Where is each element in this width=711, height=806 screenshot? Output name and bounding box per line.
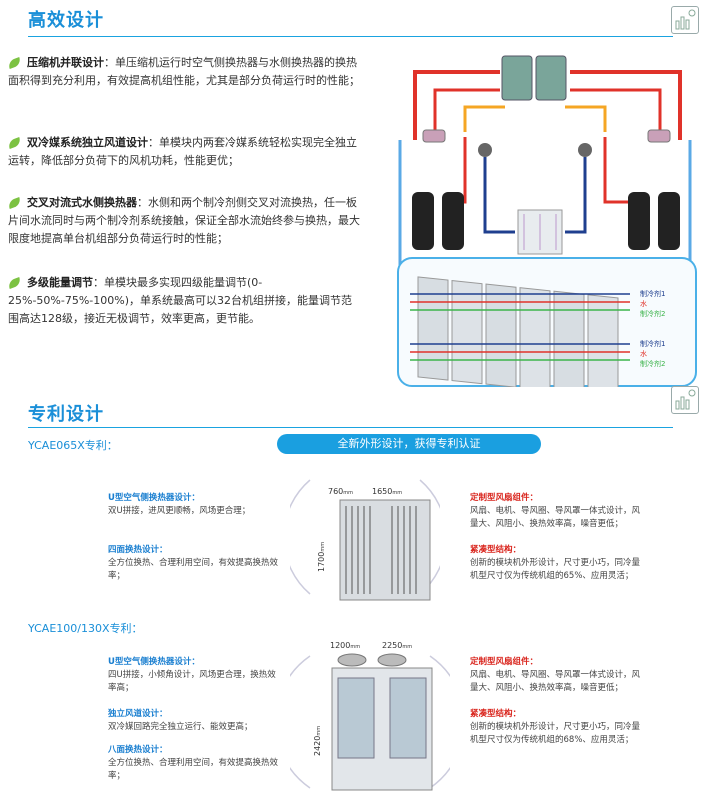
- feature-u-exchanger-1: U型空气侧换热器设计： 双U拼接，进风更顺畅，风场更合理；: [108, 493, 251, 516]
- feature-independent-air-duct: 独立风道设计： 双冷媒回路完全独立运行、能效更高；: [108, 709, 253, 732]
- compressor-4: [658, 192, 680, 250]
- unit-100-130x-illustration: 1200mm 2250mm 2420mm: [290, 641, 450, 791]
- refrigerant-flow-diagram: 制冷剂1 水 制冷剂2 制冷剂1 水 制冷剂2: [397, 55, 697, 387]
- section-divider: [28, 427, 673, 428]
- legend-label: 制冷剂1: [640, 339, 665, 348]
- legend-label: 制冷剂1: [640, 289, 665, 298]
- bullet-title: 交叉对流式水侧换热器: [27, 196, 137, 209]
- feature-fan-assembly-2: 定制型风扇组件： 风扇、电机、导风圈、导风罩一体式设计，风量大、风阻小、换热效率…: [470, 657, 641, 693]
- pipe-red-right: [570, 70, 682, 140]
- svg-text:1650mm: 1650mm: [372, 487, 402, 496]
- model-label-065x: YCAE065X专利：: [28, 439, 118, 452]
- expansion-valve-right: [578, 143, 592, 157]
- legend-label: 制冷剂2: [640, 309, 665, 318]
- fan-icon: [377, 653, 407, 667]
- bullet-text: 单模块内两套冷媒系统轻松实现完全独立运转，降低部分负荷下的风机功耗，性能更优；: [8, 136, 357, 167]
- section-title-patent: 专利设计: [28, 404, 104, 425]
- bullet-text: 单模块最多实现四级能量调节(0-25%-50%-75%-100%)，单系统最高可…: [8, 276, 352, 325]
- bullet-dual-refrigerant: 双冷媒系统独立风道设计：单模块内两套冷媒系统轻松实现完全独立运转，降低部分负荷下…: [7, 136, 357, 167]
- expansion-valve-left: [478, 143, 492, 157]
- valve-left: [422, 129, 446, 143]
- feature-fan-assembly-1: 定制型风扇组件： 风扇、电机、导风圈、导风罩一体式设计，风量大、风阻小、换热效率…: [470, 493, 641, 529]
- bullet-compressor-parallel: 压缩机并联设计：单压缩机运行时空气侧换热器与水侧换热器的换热面积得到充分利用，有…: [7, 56, 360, 87]
- feature-u-exchanger-2: U型空气侧换热器设计： 四U拼接，小倾角设计，风场更合理，换热效率高；: [108, 657, 276, 693]
- bullet-title: 压缩机并联设计: [27, 56, 104, 69]
- bullet-text: 水侧和两个制冷剂侧交叉对流换热，任一板片间水流同时与两个制冷剂系统接触，保证全部…: [8, 196, 360, 245]
- leaf-icon: [7, 277, 22, 289]
- feature-compact-2: 紧凑型结构： 创新的模块机外形设计，尺寸更小巧，同冷量机型尺寸仅为传统机组的68…: [470, 709, 641, 745]
- compressor-2: [442, 192, 464, 250]
- leaf-icon: [7, 57, 22, 69]
- bullet-multi-level-capacity: 多级能量调节：单模块最多实现四级能量调节(0-25%-50%-75%-100%)…: [7, 276, 352, 325]
- coil-left: [501, 55, 533, 101]
- leaf-icon: [7, 197, 22, 209]
- leaf-icon: [7, 137, 22, 149]
- fan-icon: [337, 653, 367, 667]
- legend-label: 水: [640, 299, 647, 308]
- pipe-orange-right: [565, 105, 607, 132]
- feature-four-side-exchange: 四面换热设计： 全方位换热、合理利用空间，有效提高换热效率；: [108, 545, 279, 581]
- bullet-title: 双冷媒系统独立风道设计: [27, 136, 148, 149]
- section-title-efficient: 高效设计: [28, 10, 104, 31]
- bullet-title: 多级能量调节: [27, 276, 93, 289]
- unit-065x-illustration: 760mm 1650mm 1700mm: [290, 479, 440, 601]
- pipe-red-left: [413, 70, 500, 140]
- chart-gear-icon: [671, 6, 699, 34]
- patent-banner: 全新外形设计，获得专利认证: [277, 434, 541, 454]
- svg-text:760mm: 760mm: [328, 487, 353, 496]
- feature-eight-side-exchange: 八面换热设计： 全方位换热、合理利用空间，有效提高换热效率；: [108, 745, 279, 781]
- compressor-1: [412, 192, 434, 250]
- feature-compact-1: 紧凑型结构： 创新的模块机外形设计，尺寸更小巧，同冷量机型尺寸仅为传统机组的65…: [470, 545, 641, 581]
- valve-right: [647, 129, 671, 143]
- model-label-100-130x: YCAE100/130X专利：: [28, 622, 143, 635]
- bullet-text: 单压缩机运行时空气侧换热器与水侧换热器的换热面积得到充分利用，有效提高机组性能，…: [8, 56, 360, 87]
- section-divider: [28, 36, 673, 37]
- legend-label: 水: [640, 349, 647, 358]
- compressor-3: [628, 192, 650, 250]
- svg-text:1700mm: 1700mm: [317, 542, 326, 572]
- bullet-cross-flow-exchanger: 交叉对流式水侧换热器：水侧和两个制冷剂侧交叉对流换热，任一板片间水流同时与两个制…: [7, 196, 360, 245]
- coil-right: [535, 55, 567, 101]
- svg-text:2250mm: 2250mm: [382, 641, 412, 650]
- pipe-orange-left: [463, 105, 505, 132]
- unit-065x-body: [339, 499, 431, 601]
- svg-text:1200mm: 1200mm: [330, 641, 360, 650]
- chart-gear-icon: [671, 386, 699, 414]
- svg-text:2420mm: 2420mm: [313, 726, 322, 756]
- legend-label: 制冷剂2: [640, 359, 665, 368]
